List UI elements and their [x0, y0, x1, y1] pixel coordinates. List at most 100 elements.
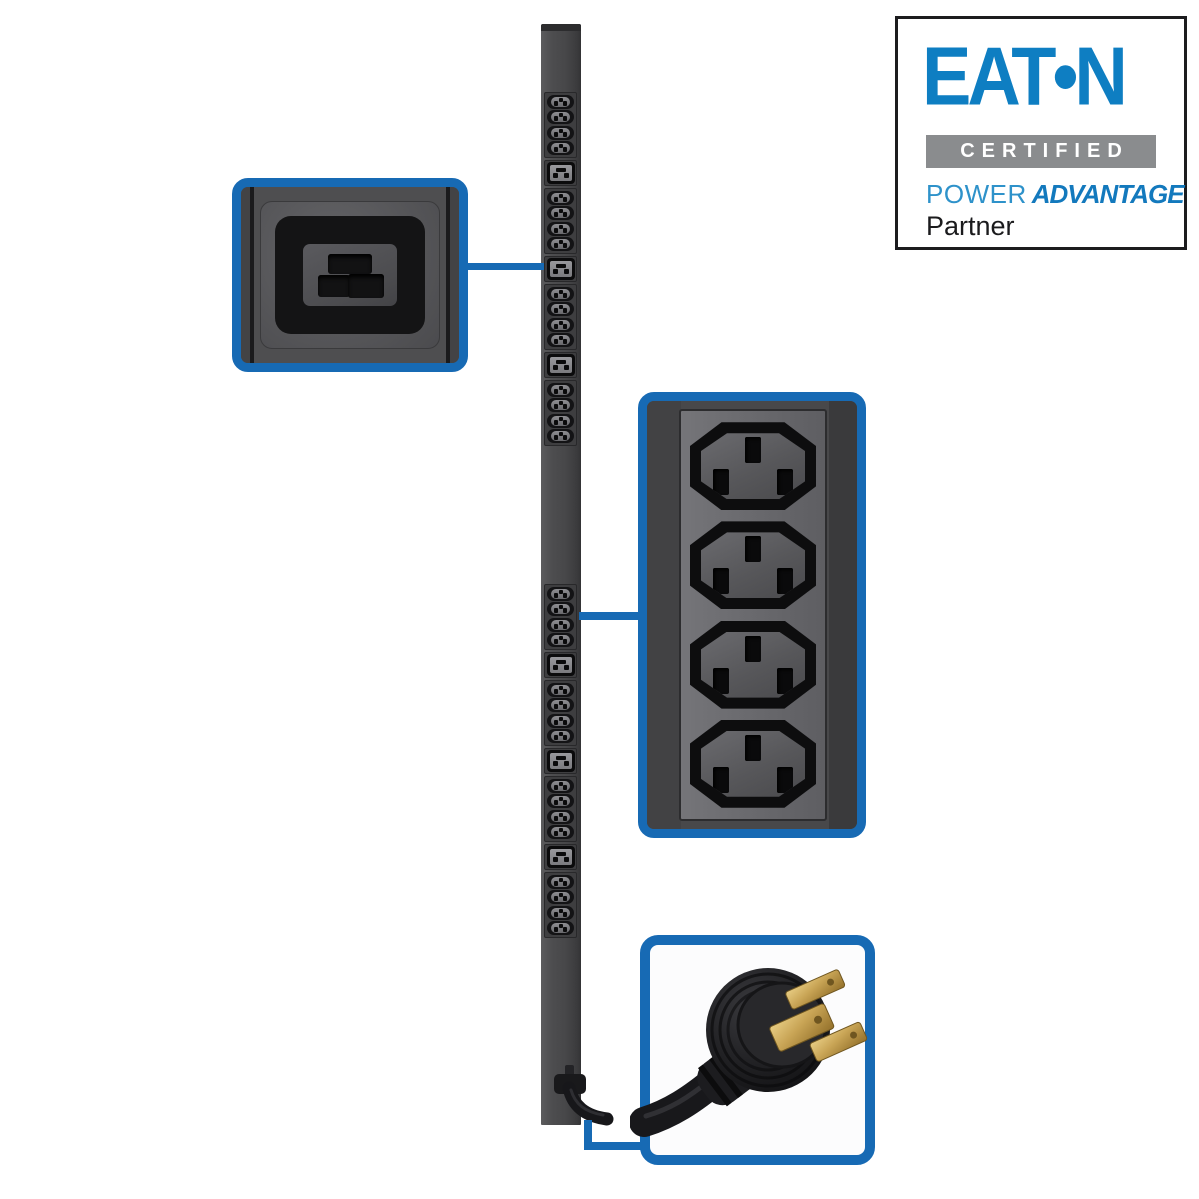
c13-outlet-face [701, 631, 805, 698]
c19-slot-top [328, 254, 372, 274]
c19-outlet [546, 354, 575, 376]
c13-outlet [547, 921, 574, 936]
c13-outlet-group [544, 188, 577, 254]
c13-outlet [547, 125, 574, 140]
c13-slot-top [745, 536, 761, 563]
c13-outlet-face [551, 335, 570, 346]
c13-slot-top [745, 437, 761, 464]
c19-outlet [546, 258, 575, 280]
connector-line-plug-inset-vertical [584, 1120, 592, 1150]
c19-outlet-module [544, 748, 577, 774]
c19-slot-bottom-right [348, 274, 384, 298]
c13-outlet-face [551, 923, 570, 934]
c19-outlet-face [549, 357, 572, 373]
c13-outlet-group [544, 584, 577, 650]
c13-outlet-face [551, 715, 570, 726]
c19-outlet-face [549, 753, 572, 769]
c19-outlet-module [544, 256, 577, 282]
c13-outlet-group [544, 284, 577, 350]
strip-edge-seam [250, 187, 254, 363]
c13-outlet [547, 874, 574, 889]
c13-slot-bottom-right [777, 667, 793, 694]
c13-outlet-group [544, 776, 577, 842]
c13-outlet-face [551, 431, 570, 442]
c13-outlet [547, 890, 574, 905]
advantage-label: ADVANTAGE [1031, 179, 1185, 209]
c13-outlet [547, 633, 574, 648]
c13-slot-top [745, 635, 761, 662]
c13-outlet-face [551, 907, 570, 918]
c13-outlet [547, 905, 574, 920]
c13-outlet [547, 413, 574, 428]
c13-outlet-face [701, 433, 805, 500]
certified-bar: CERTIFIED [926, 135, 1156, 168]
c13-outlet-face [551, 112, 570, 123]
c13-slot-bottom-left [713, 469, 729, 496]
strip-edge-seam [446, 187, 450, 363]
c13-outlet [547, 429, 574, 444]
eaton-logo: EAT•N [922, 29, 1128, 123]
c13-outlet [547, 141, 574, 156]
c13-outlet-face [551, 143, 570, 154]
c13-outlet-face [701, 532, 805, 599]
c13-outlet [547, 286, 574, 301]
c13-outlet-group [544, 872, 577, 938]
strip-side-panel [829, 401, 857, 829]
c13-outlet-group [544, 380, 577, 446]
c13-outlet-large [690, 719, 816, 808]
c13-outlet-face [551, 876, 570, 887]
strip-side-panel [241, 187, 250, 363]
c19-slot-bottom-left [318, 275, 350, 297]
c13-slot-top [745, 734, 761, 761]
c19-outlet-face [549, 261, 572, 277]
c19-outlet-face [549, 165, 572, 181]
c13-outlet-face [551, 731, 570, 742]
c19-outlet [546, 846, 575, 868]
c13-outlet-face [551, 304, 570, 315]
c13-outlet-face [551, 635, 570, 646]
c13-outlet-large [690, 521, 816, 610]
c19-outlet-module [544, 652, 577, 678]
c13-outlet-face [551, 223, 570, 234]
c13-outlet-face [551, 192, 570, 203]
connector-line-c19-inset [464, 263, 544, 270]
c13-outlet-face [551, 208, 570, 219]
c19-outlet-module [544, 844, 577, 870]
c13-outlet [547, 190, 574, 205]
c19-outlet [546, 750, 575, 772]
c19-outlet-face [303, 244, 397, 306]
c13-outlet [547, 206, 574, 221]
c19-outlet [546, 162, 575, 184]
c13-outlet-large [690, 422, 816, 511]
c19-outlet-closeup-inset [232, 178, 468, 372]
c13-slot-bottom-left [713, 568, 729, 595]
c13-slot-bottom-right [777, 766, 793, 793]
pdu-power-cord-icon [554, 1065, 614, 1126]
c13-outlet-large [690, 620, 816, 709]
c13-outlet-face [551, 319, 570, 330]
power-advantage-line: POWER ADVANTAGE [926, 179, 1185, 210]
c13-outlet [547, 333, 574, 348]
c13-outlet-face [551, 780, 570, 791]
c19-outlet-module [544, 160, 577, 186]
c13-outlet [547, 110, 574, 125]
c13-outlet [547, 794, 574, 809]
c13-outlet-face [551, 619, 570, 630]
c13-outlet-face [551, 288, 570, 299]
c13-outlet-face [551, 811, 570, 822]
c13-outlet [547, 778, 574, 793]
c13-outlet-face [551, 127, 570, 138]
connector-line-plug-inset-horizontal [584, 1142, 646, 1150]
c13-outlet-face [551, 796, 570, 807]
c13-outlet [547, 729, 574, 744]
c13-slot-bottom-right [777, 469, 793, 496]
c13-outlet [547, 398, 574, 413]
c13-outlet [547, 302, 574, 317]
c19-outlet [546, 654, 575, 676]
c13-slot-bottom-left [713, 766, 729, 793]
c13-outlet-face [551, 892, 570, 903]
c13-outlet [547, 237, 574, 252]
c13-outlet [547, 586, 574, 601]
c13-outlet [547, 94, 574, 109]
